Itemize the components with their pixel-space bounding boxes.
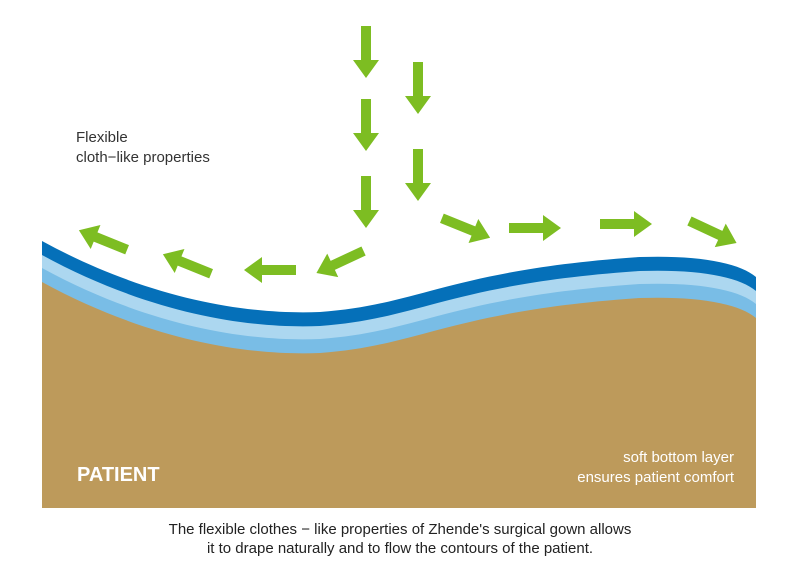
soft-layer-label: soft bottom layer ensures patient comfor…	[577, 448, 734, 488]
arrow-icon	[405, 149, 431, 201]
patient-body	[42, 282, 756, 508]
arrow-icon	[687, 216, 737, 248]
arrow-icon	[316, 246, 366, 278]
flexible-label: Flexible cloth−like properties	[76, 128, 210, 168]
soft-label-line1: soft bottom layer	[623, 449, 734, 466]
arrow-icon	[509, 215, 561, 241]
arrow-icon	[440, 213, 491, 244]
arrow-icon	[162, 248, 213, 279]
airflow-arrows	[78, 26, 737, 283]
flexible-label-line1: Flexible	[76, 129, 128, 146]
gown-layers	[42, 241, 756, 508]
arrow-icon	[353, 26, 379, 78]
arrow-icon	[353, 99, 379, 151]
caption-line1: The flexible clothes − like properties o…	[168, 521, 632, 538]
caption-line2: it to drape naturally and to flow the co…	[206, 540, 594, 557]
arrow-icon	[405, 62, 431, 114]
arrow-icon	[353, 176, 379, 228]
arrow-icon	[78, 224, 129, 255]
arrow-icon	[244, 257, 296, 283]
caption: The flexible clothes − like properties o…	[0, 520, 800, 558]
patient-label: PATIENT	[77, 464, 160, 486]
arrow-icon	[600, 211, 652, 237]
flexible-label-line2: cloth−like properties	[76, 149, 210, 166]
soft-label-line2: ensures patient comfort	[577, 469, 734, 486]
